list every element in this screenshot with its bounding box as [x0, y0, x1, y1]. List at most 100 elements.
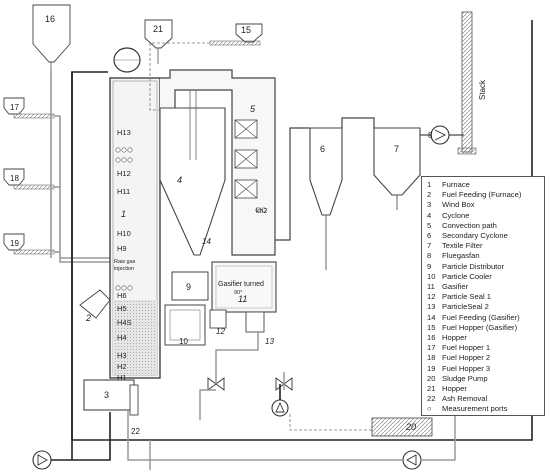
legend-item-number: 2: [427, 190, 432, 200]
legend-item: 18 Fuel Hopper 2: [422, 353, 546, 364]
sludge-pump: [371, 417, 433, 437]
gasifier: [211, 261, 277, 313]
label-13: 13: [265, 337, 274, 346]
legend-item-label: Particle Cooler: [442, 271, 492, 281]
legend-item-label: Particle Seal 1: [442, 292, 491, 302]
label-5: 5: [250, 104, 256, 114]
legend-item-label: Fluegasfan: [442, 251, 480, 261]
legend-item-number: 6: [427, 231, 432, 240]
legend-item-number: 9: [427, 261, 432, 271]
legend-item: 12 Particle Seal 1: [422, 292, 546, 303]
label-17: 17: [10, 103, 19, 112]
legend-item-label: Fuel Feeding (Gasifier): [442, 312, 520, 322]
legend-item-label: Fuel Hopper (Gasifier): [442, 322, 518, 332]
legend-item-label: Textile Filter: [442, 241, 483, 251]
label-21: 21: [153, 24, 163, 34]
legend-item-number: 1: [427, 180, 432, 189]
zone-h10: H10: [117, 229, 131, 238]
legend-item-number: 5: [427, 220, 432, 230]
measurement-ports: [115, 147, 267, 291]
convection-path: [160, 69, 276, 256]
label-18: 18: [10, 174, 19, 183]
legend-item-label: Furnace: [442, 180, 470, 189]
wind-box: [83, 379, 135, 411]
label-7: 7: [394, 144, 399, 154]
legend-item-label: Secondary Cyclone: [442, 231, 508, 240]
air-blower-pump: [32, 450, 52, 470]
label-14: 14: [202, 237, 211, 246]
gasifier-note-1: Gasifier turned: [218, 281, 264, 288]
legend-item-number: 8: [427, 251, 432, 261]
gasifier-note-2: 90°: [234, 290, 242, 296]
dashed-lines: [149, 42, 372, 431]
legend-item-number: 20: [427, 373, 436, 383]
legend-item: 3 Wind Box: [422, 200, 546, 211]
legend-item: 9 Particle Distributor: [422, 262, 546, 273]
label-4: 4: [177, 175, 182, 185]
stack: [457, 11, 477, 155]
legend-item-number: 10: [427, 271, 436, 281]
legend-item-label: Measurement ports: [442, 404, 508, 414]
particle-cooler: [164, 304, 206, 346]
legend-item-number: 13: [427, 302, 436, 312]
label-1: 1: [121, 209, 126, 219]
zone-h1: H1: [117, 373, 127, 382]
secondary-cyclone: [309, 127, 343, 270]
legend-item-label: Particle Distributor: [442, 261, 505, 271]
legend-item-label: Fuel Hopper 3: [442, 363, 491, 373]
label-16: 16: [45, 14, 55, 24]
legend-item-number: 19: [427, 363, 436, 373]
fuel-feeding-furnace: [79, 289, 111, 319]
particle-distributor: [171, 271, 209, 301]
legend-item-number: 21: [427, 384, 436, 393]
furnace: [109, 77, 161, 379]
legend-item-label: Hopper: [442, 384, 467, 393]
legend-item-label: Fuel Hopper 2: [442, 353, 491, 363]
legend-item-label: Ash Removal: [442, 394, 488, 404]
legend-item: 8 Fluegasfan: [422, 251, 546, 262]
raw-gas-label-2: injection: [114, 266, 134, 272]
legend-item-number: 3: [427, 200, 432, 210]
zone-h6: H6: [117, 291, 127, 300]
label-19: 19: [10, 239, 19, 248]
legend-item: 21 Hopper: [422, 384, 546, 395]
zone-h3: H3: [117, 351, 127, 360]
zone-h5: H5: [117, 304, 127, 313]
legend-item-number: 16: [427, 333, 436, 342]
label-9: 9: [186, 282, 191, 292]
legend-item-label: Wind Box: [442, 200, 475, 210]
fuel-hopper-15: [209, 23, 263, 46]
hopper-21: [144, 19, 173, 64]
legend-item-number: 4: [427, 210, 432, 220]
legend-item-number: 17: [427, 343, 436, 353]
label-10: 10: [179, 337, 188, 346]
legend-item: 19 Fuel Hopper 3: [422, 364, 546, 375]
label-12: 12: [216, 327, 225, 336]
legend-item: 10 Particle Cooler: [422, 272, 546, 283]
label-11: 11: [238, 294, 247, 304]
textile-filter: [373, 127, 421, 210]
fuel-hopper-19: [3, 233, 55, 255]
zone-h4s: H4S: [117, 318, 132, 327]
label-15: 15: [241, 25, 251, 35]
label-6: 6: [320, 144, 325, 154]
legend-item-number: 12: [427, 292, 436, 302]
label-22: 22: [131, 427, 140, 436]
zone-h13: H13: [117, 128, 131, 137]
flue-gas-duct: [275, 117, 464, 241]
zone-h4: H4: [117, 333, 127, 342]
legend-item-number: 18: [427, 353, 436, 363]
ash-removal: [129, 384, 139, 416]
legend-item-number: 15: [427, 322, 436, 332]
label-20: 20: [405, 422, 416, 432]
particle-seal-1: [209, 309, 227, 329]
